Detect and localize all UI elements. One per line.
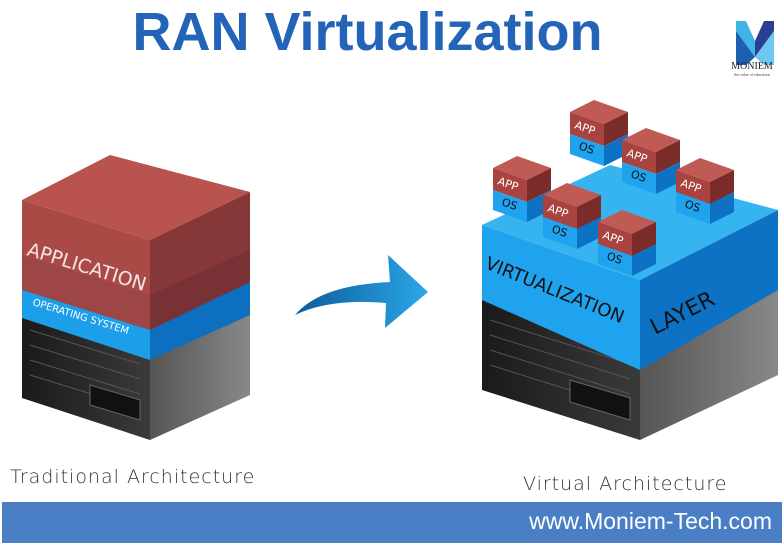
server-icon: [482, 285, 778, 440]
traditional-stack: APPLICATION OPERATING SYSTEM: [22, 155, 250, 440]
os-label: OS: [629, 168, 648, 185]
os-label: OS: [683, 198, 702, 215]
arrow-icon: [295, 255, 428, 328]
logo-name: MONIEM: [731, 61, 773, 72]
os-label: OS: [500, 196, 519, 213]
slide-title: RAN Virtualization: [132, 2, 603, 62]
application-layer: [22, 155, 250, 330]
os-label: OS: [605, 250, 624, 267]
os-label: OS: [577, 140, 596, 157]
logo-tagline: the value of education: [734, 72, 770, 77]
architecture-diagram: APPLICATION OPERATING SYSTEM VIRTUALIZAT…: [22, 100, 778, 440]
os-label: OS: [550, 223, 569, 240]
virtual-caption: Virtual Architecture: [523, 473, 728, 495]
moniem-logo-icon: [736, 21, 774, 65]
footer-bar: www.Moniem-Tech.com: [2, 502, 782, 543]
website-link[interactable]: www.Moniem-Tech.com: [529, 508, 772, 534]
traditional-caption: Traditional Architecture: [10, 466, 256, 488]
